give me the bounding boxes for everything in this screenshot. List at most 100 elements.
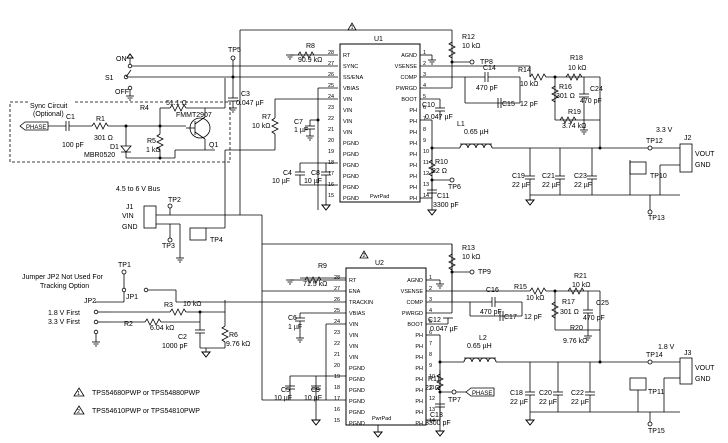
sync-circuit-label: Sync Circuit [30,103,67,110]
c12-ref: C12 [428,317,441,324]
pin-number: 9 [423,138,426,144]
r21-value: 10 kΩ [572,282,590,289]
r18-ref: R18 [570,55,583,62]
r8-value: 90.9 kΩ [298,57,322,64]
pin-number: 10 [429,374,435,380]
pin-number: 2 [429,286,432,292]
r8-ref: R8 [306,43,315,50]
pin-name: PGND [349,377,365,383]
pin-name: PH [409,174,417,180]
r16-ref: R16 [559,84,572,91]
u2-pad: PwrPad [372,416,391,422]
q1-part: FMMT2907 [176,112,212,119]
pin-name: COMP [407,300,424,306]
pin-name: PH [415,355,423,361]
u2-note-triangle: 2 [359,250,369,259]
c1-ref: C1 [66,114,75,121]
r17-value: 301 Ω [560,309,579,316]
c15-ref: C15 [502,101,515,108]
r10-ref: R10 [435,159,448,166]
pin-name: VIN [343,97,352,103]
pin-name: PGND [343,185,359,191]
sync-circuit: Sync Circuit (Optional) PHASE C1 100 pF … [9,100,231,163]
r20-ref: R20 [570,325,583,332]
r13-ref: R13 [462,245,475,252]
c20-value: 22 µF [539,399,557,406]
pin-number: 8 [423,127,426,133]
pin-name: PGND [349,410,365,416]
pin-name: PH [415,410,423,416]
pin-name: PH [409,185,417,191]
pin-name: PH [415,344,423,350]
pin-number: 13 [429,407,435,413]
c18-value: 22 µF [510,399,528,406]
pin-name: VIN [349,344,358,350]
c5-value: 10 µF [274,395,292,402]
c3-ref: C3 [241,91,250,98]
r5-ref: R5 [147,138,156,145]
c2-value: 1000 pF [162,343,188,350]
r12-value: 10 kΩ [462,43,480,50]
phase-input-label: PHASE [26,125,46,131]
svg-text:2: 2 [363,253,366,259]
pin-number: 10 [423,149,429,155]
pin-number: 5 [423,94,426,100]
u2-ref: U2 [375,260,384,267]
r3-value: 10 kΩ [183,301,201,308]
note2-text: TPS54610PWP or TPS54810PWP [92,408,200,415]
r1-value: 301 Ω [94,135,113,142]
pin-name: VIN [349,355,358,361]
pin-number: 1 [429,275,432,281]
pin-name: VIN [343,108,352,114]
tp1-label: TP1 [118,262,131,269]
pin-name: PGND [349,366,365,372]
pin-name: PH [409,130,417,136]
pin-number: 26 [334,297,340,303]
pin-name: PGND [343,152,359,158]
c19-value: 22 µF [512,182,530,189]
c11-value: 3300 pF [433,202,459,209]
tp7-label: TP7 [448,397,461,404]
c24-ref: C24 [590,86,603,93]
c21-value: 22 µF [542,182,560,189]
tp5-label: TP5 [228,47,241,54]
r7-ref: R7 [262,114,271,121]
c6-value: 1 µF [288,324,302,331]
j1-vin-label: VIN [122,213,134,220]
pin-number: 20 [328,138,334,144]
pin-number: 19 [328,149,334,155]
r14-value: 10 kΩ [520,81,538,88]
j2-ref: J2 [684,135,692,142]
r20-value: 9.76 kΩ [563,338,587,345]
d1-part: MBR0520 [84,152,115,159]
v33-label: 3.3 V [656,127,673,134]
jp2-label: JP2 [84,298,96,305]
u1-pad: PwrPad [370,194,389,200]
pin-name: VSENSE [401,289,424,295]
tp11-label: TP11 [648,389,664,396]
r19-ref: R19 [568,109,581,116]
s1-on-label: ON [116,56,127,63]
pin-name: SYNC [343,64,358,70]
pin-name: COMP [401,75,418,81]
pin-number: 8 [429,352,432,358]
r14-ref: R14 [518,67,531,74]
pin-number: 16 [334,407,340,413]
r4-ref: R4 [140,105,149,112]
c7-value: 1 µF [294,127,308,134]
pin-number: 15 [328,193,334,199]
jumper-note-line2: Tracking Option [40,283,89,290]
pin-name: PH [409,196,417,202]
pin-number: 3 [429,297,432,303]
pin-name: PGND [343,196,359,202]
r21-ref: R21 [574,273,587,280]
tp12-label: TP12 [646,138,663,145]
pin-number: 2 [423,61,426,67]
r6-ref: R6 [229,332,238,339]
pin-number: 11 [429,385,435,391]
r6-value: 9.76 kΩ [226,341,250,348]
u1-output-caps: C19 22 µF C21 22 µF C23 22 µF [512,148,630,206]
c2-ref: C2 [178,334,187,341]
pin-name: RT [349,278,357,284]
